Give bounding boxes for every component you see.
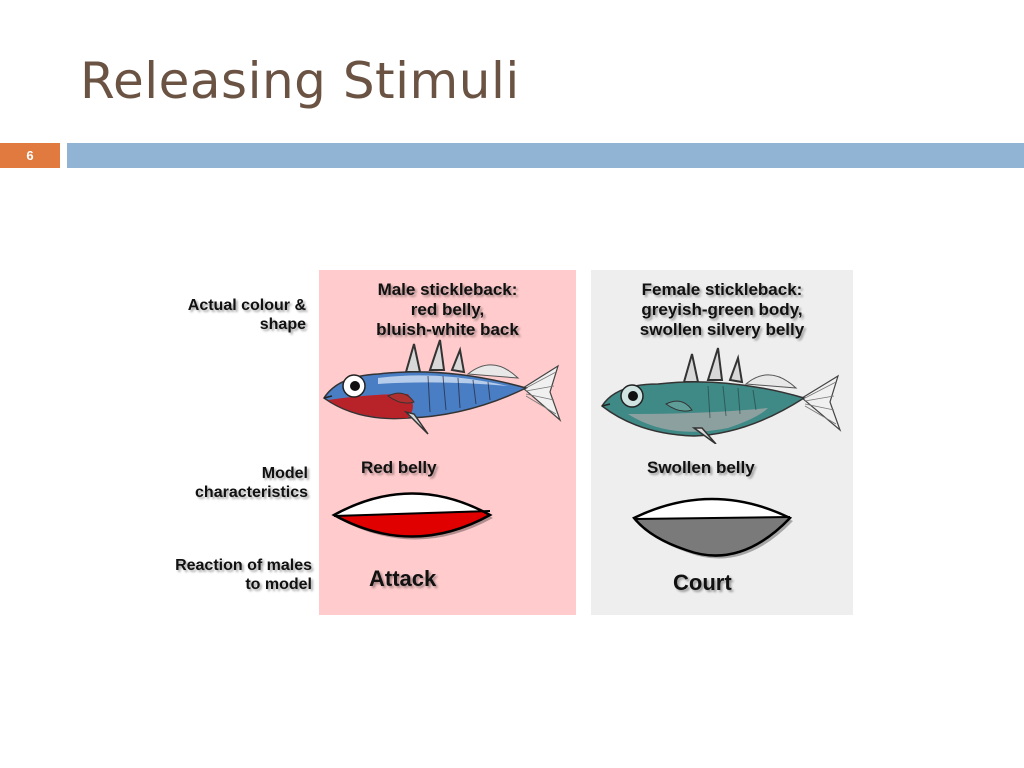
male-reaction: Attack <box>369 566 437 591</box>
female-title-line-1: Female stickleback: <box>641 280 803 299</box>
male-stickleback-illustration <box>322 339 562 435</box>
female-panel: Female stickleback: greyish-green body, … <box>591 270 853 615</box>
row-label-actual: Actual colour & shape <box>188 296 306 334</box>
female-title-line-3: swollen silvery belly <box>639 320 805 339</box>
female-reaction: Court <box>673 570 732 595</box>
female-stickleback-illustration <box>601 347 842 444</box>
row-label-reaction: Reaction of males to model <box>175 556 312 594</box>
header-bar <box>67 143 1024 168</box>
row-label-model: Model characteristics <box>195 464 308 502</box>
male-model-shape <box>331 492 493 540</box>
row-label-actual-line-1: Actual colour & <box>187 297 306 314</box>
row-label-model-line-1: Model <box>261 465 308 482</box>
female-title-line-2: greyish-green body, <box>641 300 803 319</box>
slide-number: 6 <box>0 143 60 168</box>
female-model-shape <box>632 497 793 559</box>
row-label-reaction-line-1: Reaction of males <box>175 557 312 574</box>
male-title-line-2: red belly, <box>410 300 485 319</box>
row-label-reaction-line-2: to model <box>245 576 312 593</box>
male-model-characteristic: Red belly <box>361 458 437 477</box>
row-label-model-line-2: characteristics <box>195 484 308 501</box>
male-title-line-1: Male stickleback: <box>377 280 518 299</box>
male-panel: Male stickleback: red belly, bluish-whit… <box>319 270 576 615</box>
female-model-characteristic: Swollen belly <box>647 458 755 477</box>
male-panel-title: Male stickleback: red belly, bluish-whit… <box>319 280 576 340</box>
slide-title: Releasing Stimuli <box>80 52 520 110</box>
male-title-line-3: bluish-white back <box>376 320 519 339</box>
row-label-actual-line-2: shape <box>259 316 306 333</box>
female-panel-title: Female stickleback: greyish-green body, … <box>591 280 853 340</box>
